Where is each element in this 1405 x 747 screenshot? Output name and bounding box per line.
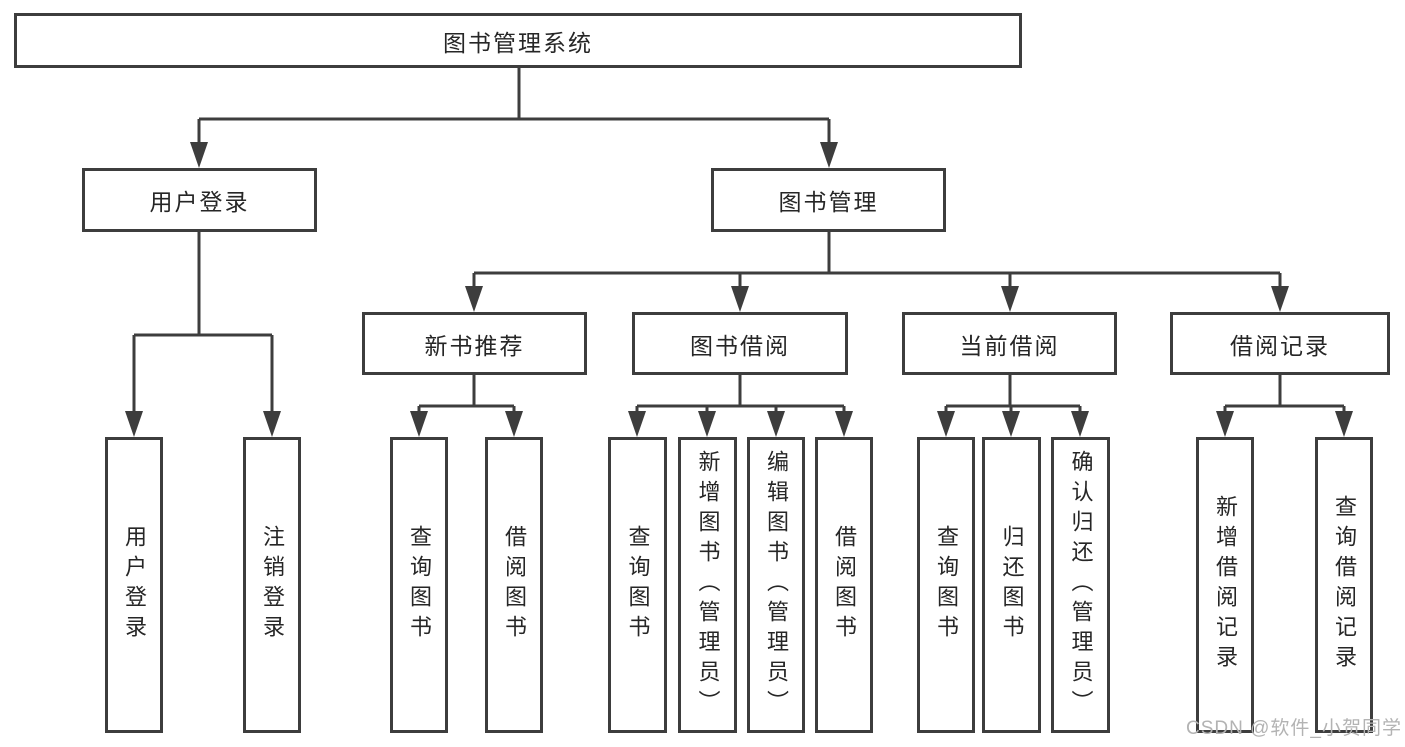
leaf-return-book: 归还图书 [982,437,1041,733]
arrowhead-down-icon [937,411,955,437]
arrowhead-down-icon [835,411,853,437]
leaf-confirm-return-admin: 确认归还（管理员） [1051,437,1110,733]
arrowhead-down-icon [263,411,281,437]
arrowhead-down-icon [1071,411,1089,437]
leaf-borrow-books-recommend: 借阅图书 [485,437,543,733]
leaf-query-books-recommend: 查询图书 [390,437,448,733]
arrowhead-down-icon [190,142,208,168]
leaf-user-login: 用户登录 [105,437,163,733]
arrowhead-down-icon [410,411,428,437]
arrowhead-down-icon [1216,411,1234,437]
node-new-book-recommend: 新书推荐 [362,312,587,375]
arrowhead-down-icon [731,286,749,312]
leaf-add-borrow-record: 新增借阅记录 [1196,437,1254,733]
watermark: CSDN @软件_小贺同学 [1186,718,1402,739]
arrowhead-down-icon [628,411,646,437]
arrowhead-down-icon [767,411,785,437]
node-root-system: 图书管理系统 [14,13,1022,68]
arrowhead-down-icon [1271,286,1289,312]
arrowhead-down-icon [1002,411,1020,437]
arrowhead-down-icon [125,411,143,437]
node-borrow-records: 借阅记录 [1170,312,1390,375]
leaf-query-borrow-record: 查询借阅记录 [1315,437,1373,733]
node-user-login: 用户登录 [82,168,317,232]
node-book-borrow: 图书借阅 [632,312,848,375]
leaf-logout: 注销登录 [243,437,301,733]
leaf-query-books-current: 查询图书 [917,437,975,733]
leaf-query-books-borrow: 查询图书 [608,437,667,733]
node-book-management: 图书管理 [711,168,946,232]
node-current-borrow: 当前借阅 [902,312,1117,375]
arrowhead-down-icon [698,411,716,437]
arrowheads [125,142,1353,437]
leaf-borrow-books: 借阅图书 [815,437,873,733]
arrowhead-down-icon [820,142,838,168]
leaf-edit-book-admin: 编辑图书（管理员） [747,437,805,733]
arrowhead-down-icon [505,411,523,437]
leaf-add-book-admin: 新增图书（管理员） [678,437,737,733]
arrowhead-down-icon [1335,411,1353,437]
arrowhead-down-icon [465,286,483,312]
arrowhead-down-icon [1001,286,1019,312]
